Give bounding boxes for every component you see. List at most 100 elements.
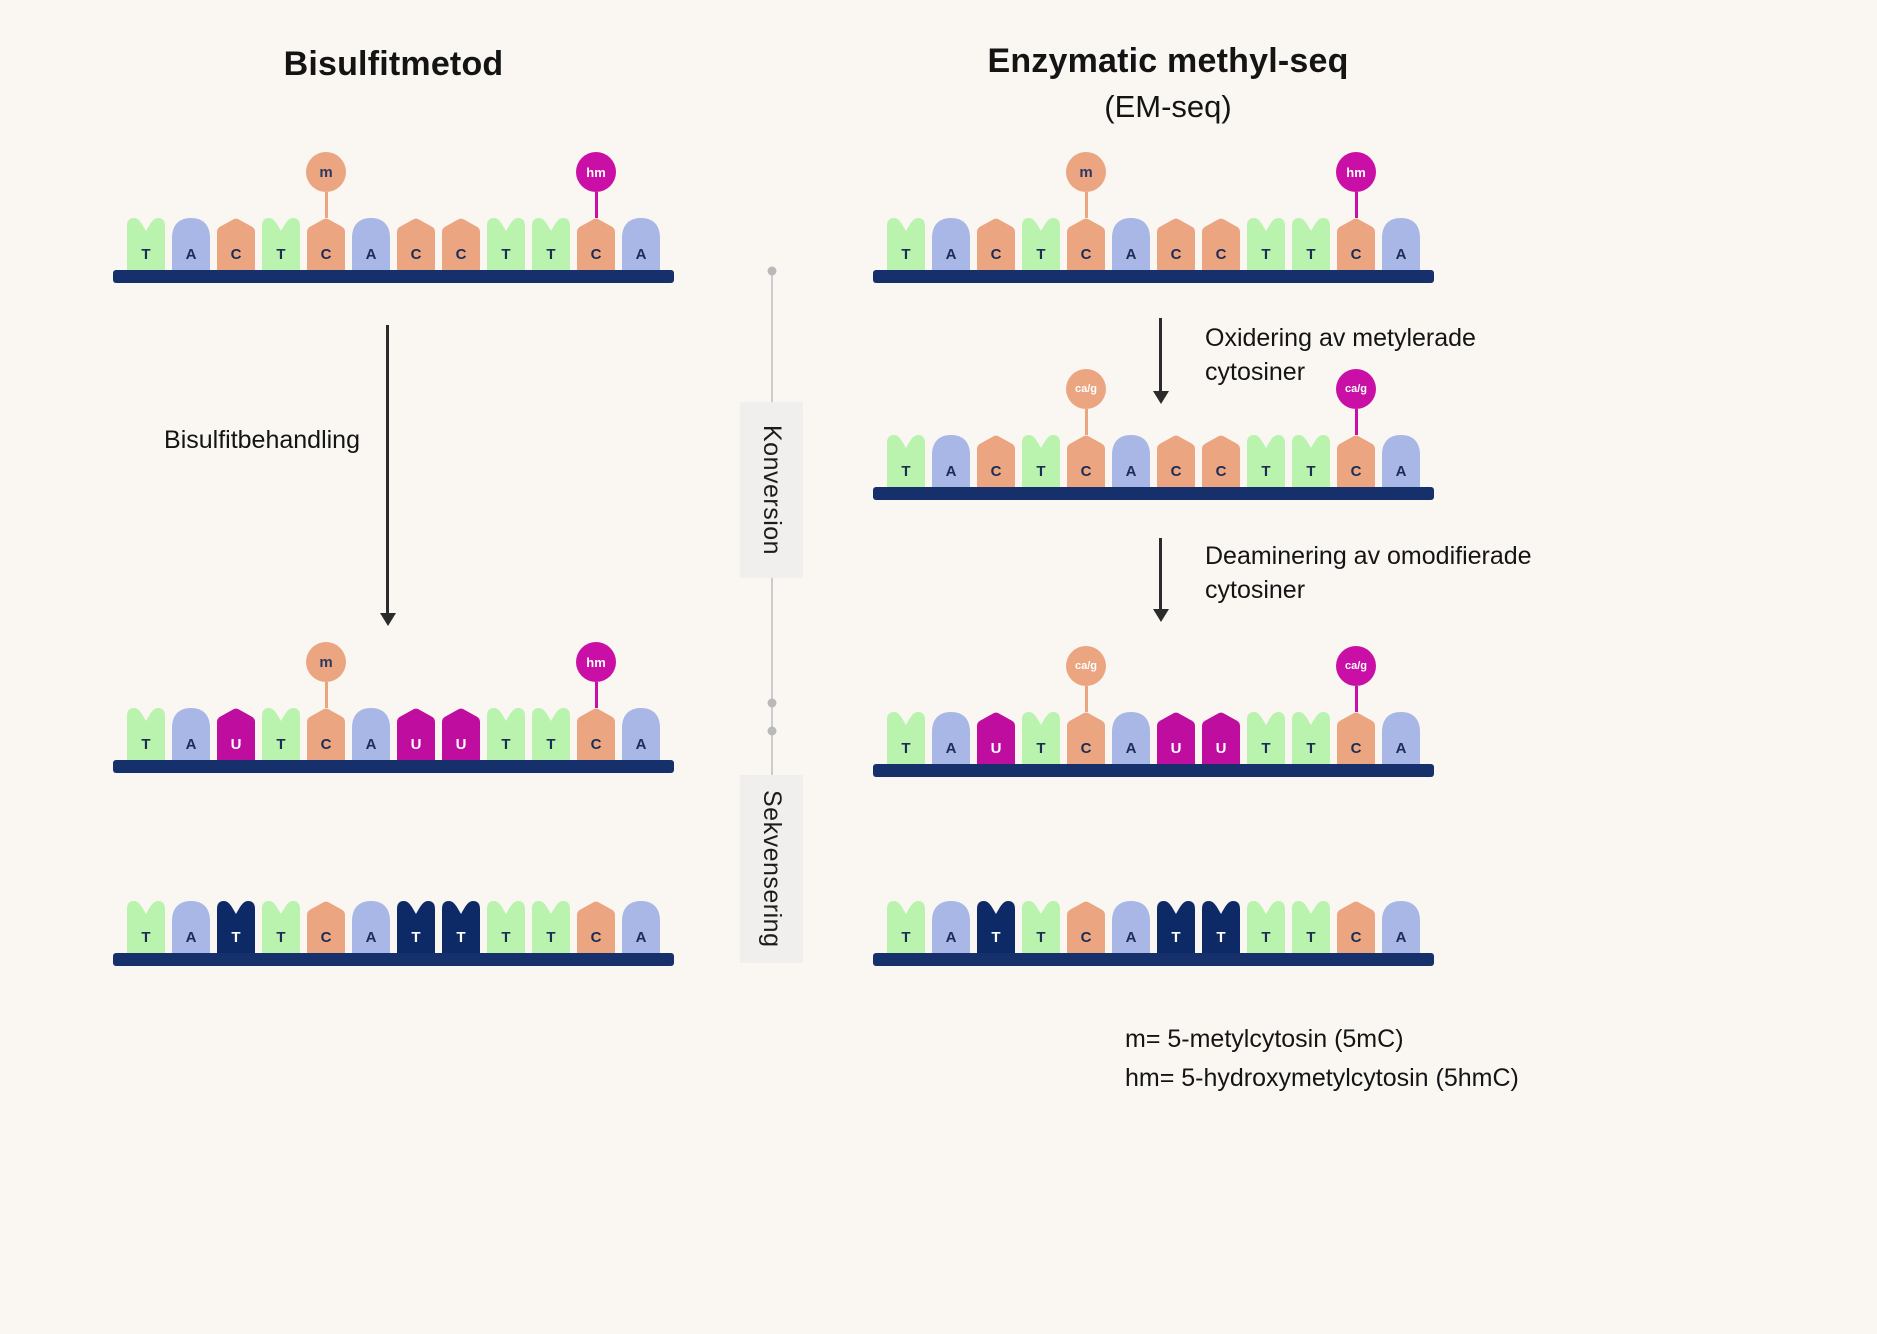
nucleotide-shape xyxy=(1067,901,1105,953)
dna-backbone xyxy=(873,270,1434,283)
nucleotide-letter: T xyxy=(546,929,556,946)
nucleotide-letter: T xyxy=(1306,740,1316,757)
nucleotide-u: U xyxy=(1157,712,1195,764)
nucleotide-letter: T xyxy=(546,246,556,263)
nucleotide-shape xyxy=(1067,712,1105,764)
nucleotide-t: T xyxy=(1247,435,1285,487)
nucleotide-shape xyxy=(1382,435,1420,487)
nucleotide-a: A xyxy=(932,901,970,953)
modification-circle: hm xyxy=(1336,152,1376,192)
legend-m: m= 5-metylcytosin (5mC) xyxy=(1125,1025,1404,1053)
nucleotide-letter: T xyxy=(456,929,466,946)
nucleotide-shape xyxy=(622,708,660,760)
nucleotide-shape xyxy=(307,218,345,270)
nucleotide-shape xyxy=(352,708,390,760)
nucleotide-shape xyxy=(577,708,615,760)
nucleotide-letter: T xyxy=(1306,463,1316,480)
sequencing-step-label: Sekvensering xyxy=(758,790,786,948)
modification-circle: hm xyxy=(576,642,616,682)
dna-backbone xyxy=(113,953,674,966)
nucleotide-letter: A xyxy=(365,246,377,263)
nucleotide-shape xyxy=(217,901,255,953)
nucleotide-letter: C xyxy=(1080,246,1092,263)
nucleotide-t: T xyxy=(1292,435,1330,487)
nucleotide-letter: C xyxy=(230,246,242,263)
nucleotide-shape xyxy=(622,901,660,953)
nucleotide-letter: C xyxy=(410,246,422,263)
sequencing-step-box: Sekvensering xyxy=(740,775,803,963)
nucleotide-letter: A xyxy=(1395,463,1407,480)
nucleotide-letter: T xyxy=(1306,929,1316,946)
modification-stem xyxy=(594,192,598,218)
nucleotide-letter: C xyxy=(1350,929,1362,946)
pipeline-dot xyxy=(767,698,777,708)
nucleotide-a: A xyxy=(932,218,970,270)
nucleotide-shape xyxy=(127,901,165,953)
nucleotide-t: T xyxy=(1022,901,1060,953)
nucleotide-shape xyxy=(1157,218,1195,270)
nucleotide-t-converted: T xyxy=(1157,901,1195,953)
nucleotide-shape xyxy=(352,901,390,953)
nucleotide-letter: A xyxy=(945,246,957,263)
nucleotide-letter: A xyxy=(945,929,957,946)
nucleotide-shape xyxy=(442,708,480,760)
nucleotide-shape xyxy=(577,901,615,953)
modification-stem xyxy=(1354,686,1358,712)
conversion-step-label: Konversion xyxy=(758,424,786,556)
nucleotide-letter: A xyxy=(1125,463,1137,480)
emseq-title: Enzymatic methyl-seq xyxy=(987,42,1349,80)
modification-circle: m xyxy=(306,152,346,192)
nucleotide-letter: A xyxy=(1395,929,1407,946)
nucleotide-letter: T xyxy=(1306,246,1316,263)
nucleotide-letter: C xyxy=(1170,246,1182,263)
nucleotide-letter: T xyxy=(501,246,511,263)
nucleotide-letter: C xyxy=(990,463,1002,480)
nucleotide-letter: C xyxy=(1080,740,1092,757)
nucleotide-letter: T xyxy=(546,736,556,753)
nucleotide-letter: U xyxy=(410,736,422,753)
bisulfite-treatment-arrow xyxy=(379,325,396,626)
dna-backbone xyxy=(113,270,674,283)
nucleotide-letter: C xyxy=(1215,463,1227,480)
nucleotide-c: C xyxy=(977,218,1015,270)
nucleotide-t: T xyxy=(262,901,300,953)
modification-hm: hm xyxy=(576,152,616,218)
nucleotide-letter: C xyxy=(1215,246,1227,263)
nucleotide-letter: C xyxy=(1080,463,1092,480)
nucleotide-a: A xyxy=(352,218,390,270)
nucleotide-shape xyxy=(307,901,345,953)
nucleotide-a: A xyxy=(622,218,660,270)
nucleotide-a: A xyxy=(622,901,660,953)
nucleotide-t: T xyxy=(887,218,925,270)
modification-cag_m: ca/g xyxy=(1066,369,1106,435)
nucleotide-letter: A xyxy=(635,246,647,263)
nucleotide-t: T xyxy=(1247,712,1285,764)
nucleotide-letter: T xyxy=(1261,929,1271,946)
modification-stem xyxy=(1354,409,1358,435)
nucleotide-letter: T xyxy=(1036,929,1046,946)
modification-cag_m: ca/g xyxy=(1066,646,1106,712)
nucleotide-letter: T xyxy=(141,929,151,946)
nucleotide-letter: T xyxy=(231,929,241,946)
nucleotide-shape xyxy=(1202,901,1240,953)
deamination-arrow xyxy=(1152,538,1169,622)
nucleotide-u: U xyxy=(217,708,255,760)
nucleotide-a: A xyxy=(1112,901,1150,953)
nucleotide-letter: C xyxy=(990,246,1002,263)
nucleotide-letter: T xyxy=(501,929,511,946)
nucleotide-shape xyxy=(932,712,970,764)
nucleotide-shape xyxy=(1292,435,1330,487)
nucleotide-a: A xyxy=(1112,218,1150,270)
nucleotide-letter: A xyxy=(1395,740,1407,757)
nucleotide-shape xyxy=(1022,218,1060,270)
nucleotide-u: U xyxy=(1202,712,1240,764)
legend: m= 5-metylcytosin (5mC) hm= 5-hydroxymet… xyxy=(1125,1020,1519,1098)
nucleotide-shape xyxy=(532,901,570,953)
nucleotide-t: T xyxy=(887,435,925,487)
nucleotide-shape xyxy=(397,901,435,953)
